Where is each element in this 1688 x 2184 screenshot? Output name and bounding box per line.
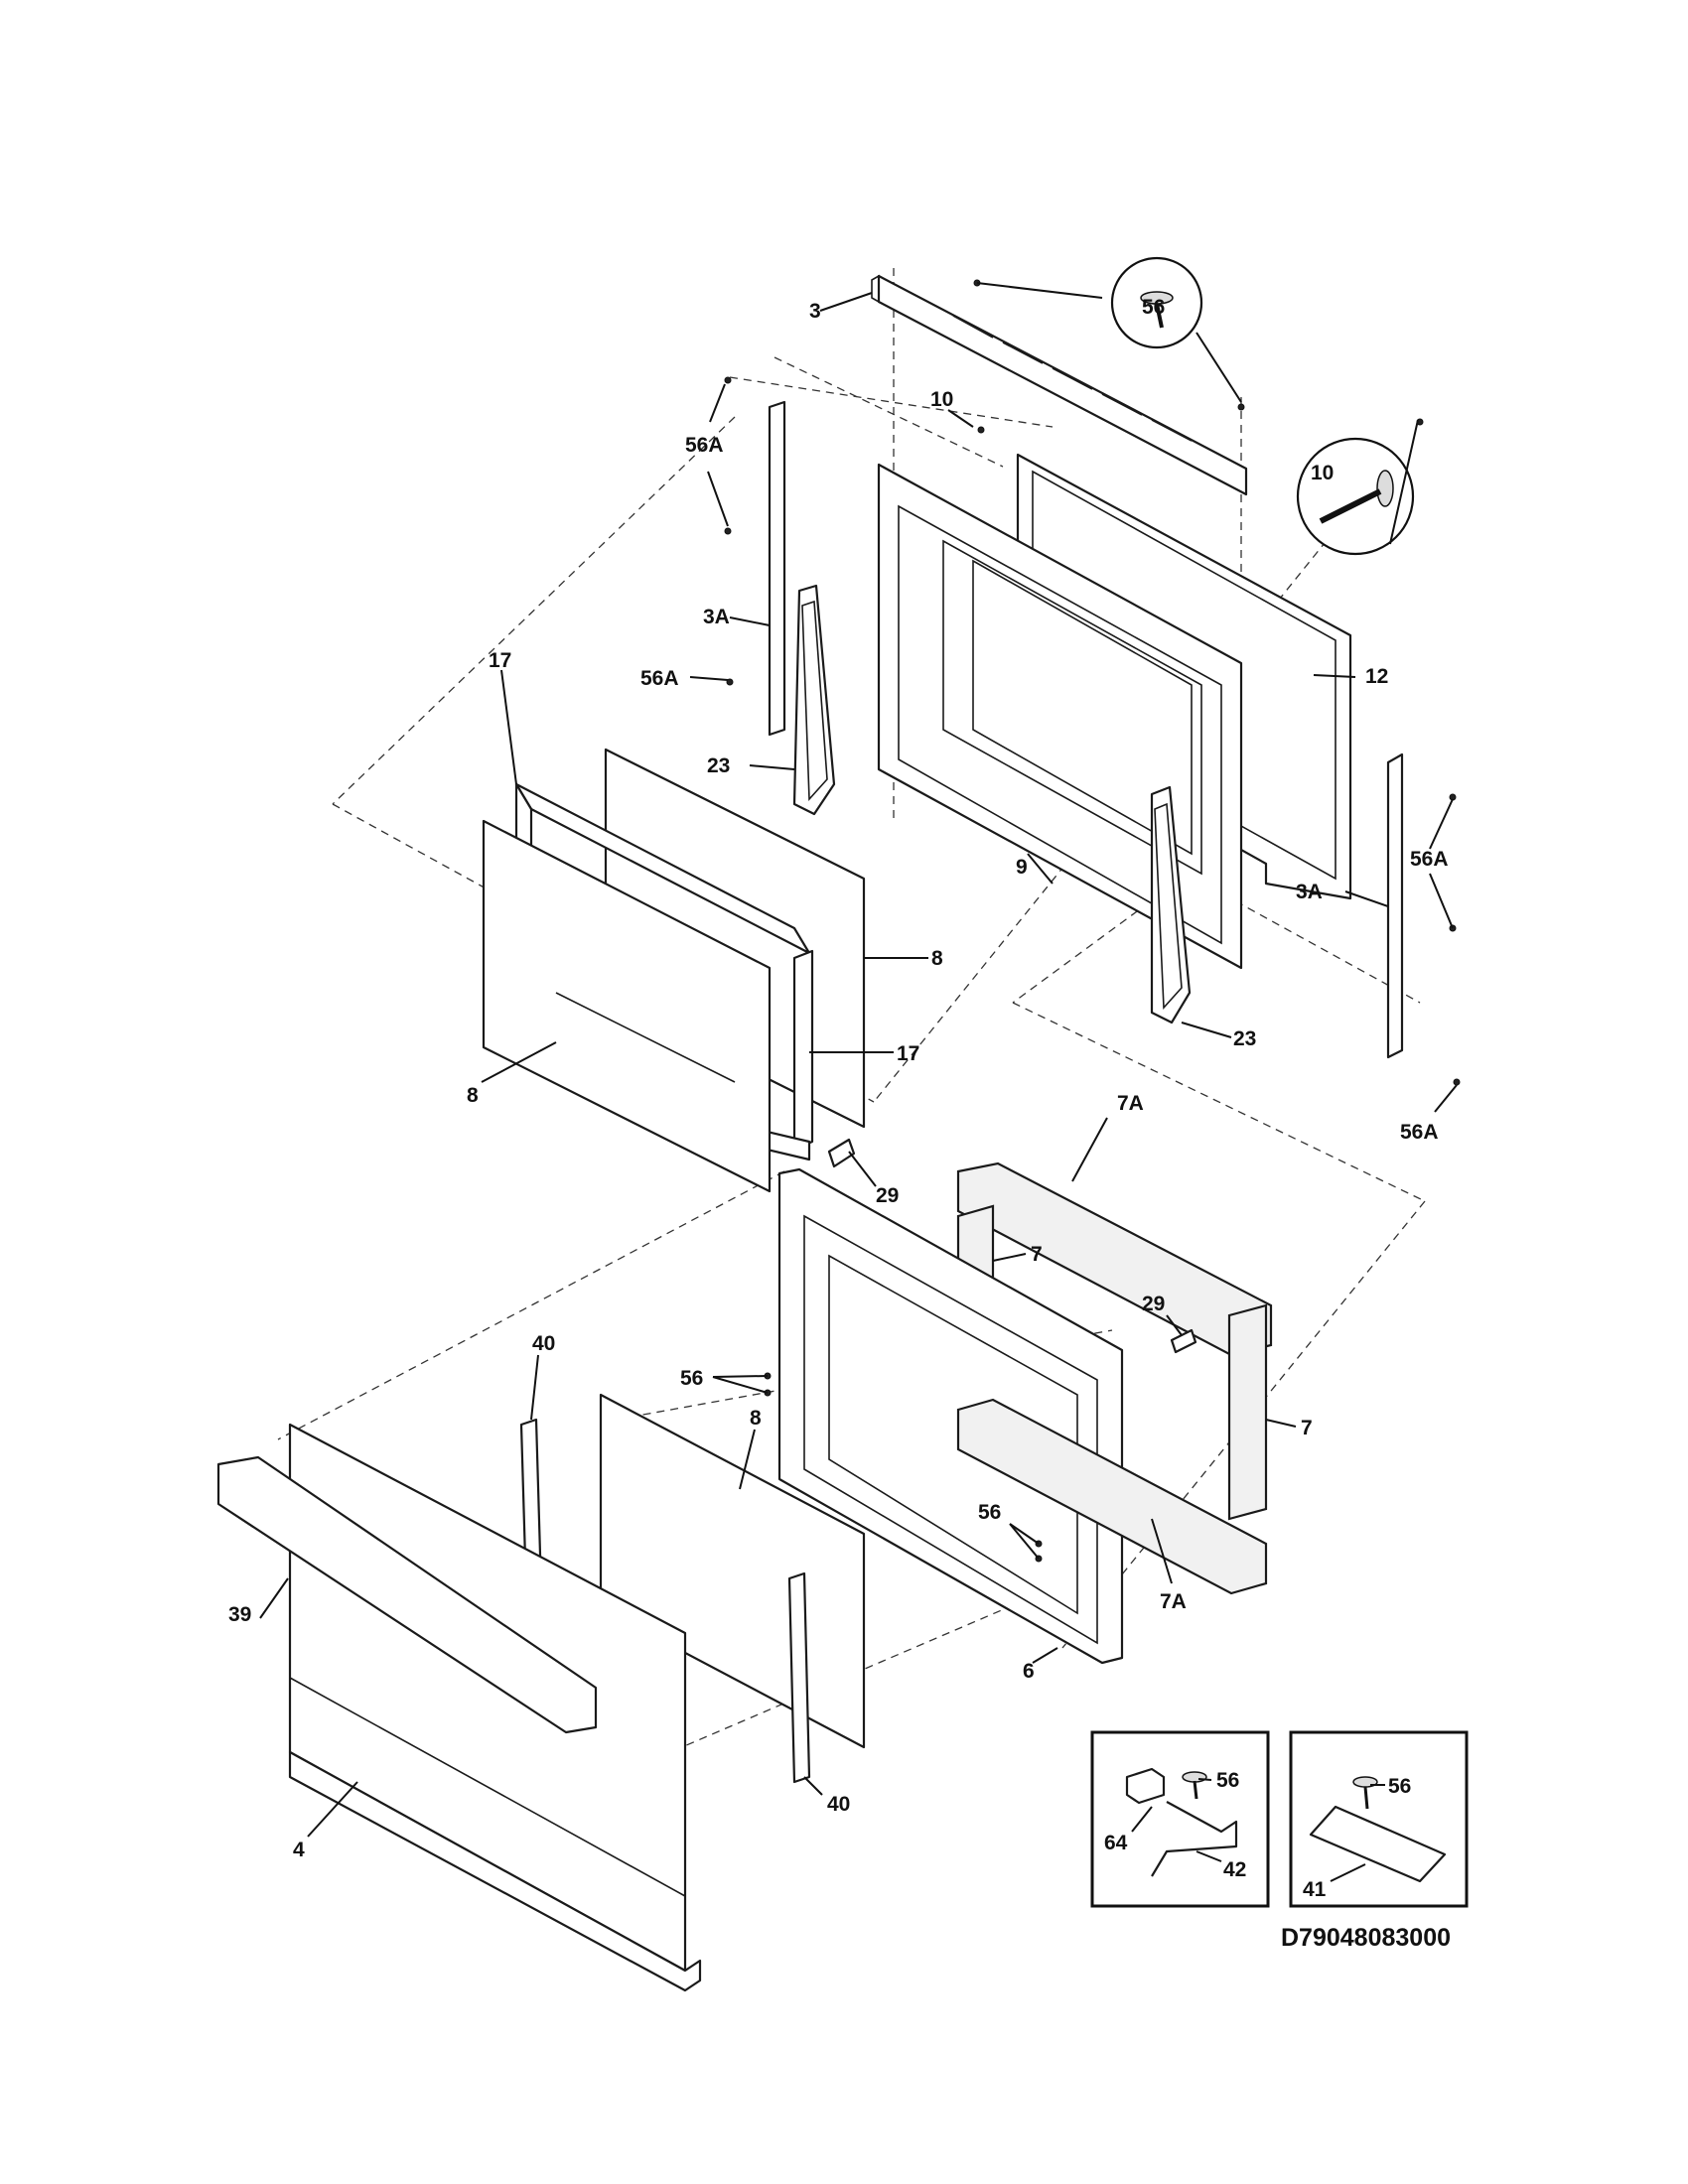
callout-4: 4: [293, 1839, 305, 1861]
callout-23-left: 23: [707, 754, 730, 777]
callout-10-top: 10: [930, 388, 953, 411]
fasteners: [724, 279, 1461, 1563]
callout-7-right: 7: [1301, 1417, 1313, 1439]
side-trim-left: [768, 400, 786, 737]
callout-3a-left: 3A: [703, 606, 730, 628]
callout-inset1-56: 56: [1216, 1769, 1239, 1792]
callout-29-top: 29: [876, 1184, 899, 1207]
callout-56a-1: 56A: [685, 434, 724, 457]
leader-lines: [259, 282, 1458, 1838]
callout-9: 9: [1016, 856, 1028, 879]
callout-7a-top: 7A: [1117, 1092, 1144, 1115]
hinge-receiver-lower: [787, 1571, 811, 1784]
pin-right: [1170, 1328, 1197, 1354]
detail-circle-bolt: [1296, 437, 1415, 556]
callout-8-left: 8: [467, 1084, 479, 1107]
hinge-right: [1150, 785, 1192, 1024]
callout-56a-4: 56A: [1400, 1121, 1439, 1144]
callout-12: 12: [1365, 665, 1388, 688]
callout-7a-bottom: 7A: [1160, 1590, 1187, 1613]
detail-circle-screw: [1110, 256, 1203, 349]
callout-inset2-41: 41: [1303, 1878, 1327, 1901]
callout-6: 6: [1023, 1660, 1035, 1683]
side-trim-right: [1386, 752, 1404, 1059]
callout-17-top: 17: [489, 649, 511, 672]
callout-7-top: 7: [1031, 1243, 1043, 1266]
insulation-right: [1227, 1303, 1268, 1521]
callout-inset1-42: 42: [1223, 1858, 1246, 1881]
front-glass-upper: [482, 819, 772, 1193]
callout-29-right: 29: [1142, 1293, 1165, 1315]
inner-door-panel: [877, 463, 1243, 970]
door-handle: [216, 1455, 598, 1734]
callout-8-mid: 8: [750, 1407, 762, 1430]
callout-23-right: 23: [1233, 1027, 1256, 1050]
callout-10-circle: 10: [1311, 462, 1334, 484]
callout-3: 3: [809, 300, 821, 323]
top-trim-strip: [871, 274, 1248, 496]
pin-top: [827, 1138, 856, 1168]
document-number: D79048083000: [1281, 1924, 1451, 1952]
callout-39: 39: [228, 1603, 251, 1626]
callout-labels: 3 56 10 10 56A 3A 56A 12 17 23 9 56A 3A …: [228, 296, 1449, 1901]
outer-door-panel: [777, 1167, 1124, 1665]
callout-56a-3: 56A: [1410, 848, 1449, 871]
callout-56a-2: 56A: [640, 667, 679, 690]
callout-17-bottom: 17: [897, 1042, 919, 1065]
callout-inset2-56: 56: [1388, 1775, 1411, 1798]
callout-56-mid: 56: [680, 1367, 703, 1390]
inset-box-bracket: [1090, 1730, 1270, 1908]
callout-40-bottom: 40: [827, 1793, 850, 1816]
callout-56-lower: 56: [978, 1501, 1001, 1524]
callout-8-right: 8: [931, 947, 943, 970]
callout-3a-right: 3A: [1296, 881, 1323, 903]
callout-inset1-64: 64: [1104, 1832, 1128, 1854]
callout-40-top: 40: [532, 1332, 555, 1355]
callout-56-top: 56: [1142, 296, 1165, 319]
insulation-bottom: [956, 1398, 1268, 1595]
hinge-left: [792, 584, 836, 816]
inset-box-rail: [1289, 1730, 1469, 1908]
